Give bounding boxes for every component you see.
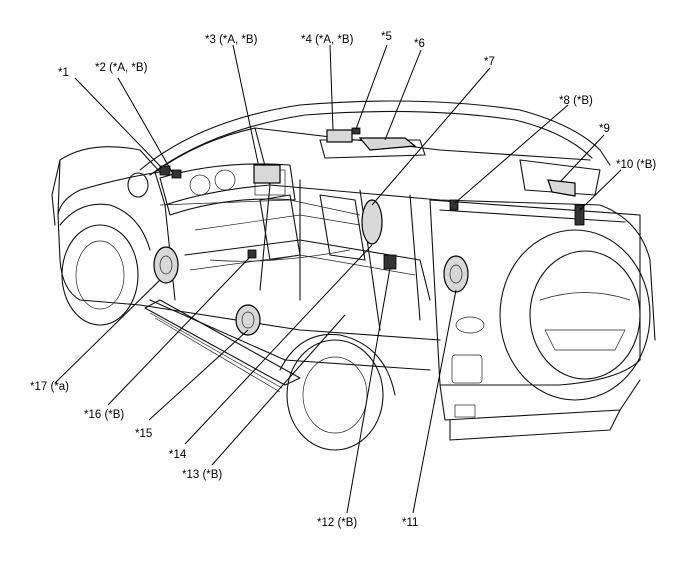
part-15-speaker xyxy=(235,304,261,336)
callout-11: *11 xyxy=(402,517,418,529)
callout-14: *14 xyxy=(169,449,187,461)
part-16 xyxy=(247,249,257,259)
part-2 xyxy=(171,169,182,179)
part-12 xyxy=(383,254,397,270)
leader-lines xyxy=(54,44,622,514)
component-parts xyxy=(153,127,585,336)
part-11-speaker xyxy=(443,255,469,293)
part-8 xyxy=(449,199,459,211)
callout-9: *9 xyxy=(599,123,610,135)
callout-10: *10 (*B) xyxy=(616,159,656,171)
callout-8: *8 (*B) xyxy=(559,95,593,107)
callout-3: *3 (*A, *B) xyxy=(205,34,258,46)
part-1 xyxy=(159,165,171,176)
callout-labels: *1 *2 (*A, *B) *3 (*A, *B) *4 (*A, *B) *… xyxy=(30,31,656,529)
part-10 xyxy=(574,204,585,226)
callout-15: *15 xyxy=(135,428,152,440)
callout-6: *6 xyxy=(414,38,425,50)
part-3 xyxy=(253,164,281,184)
callout-17: *17 (*a) xyxy=(30,381,69,393)
callout-12: *12 (*B) xyxy=(317,517,357,529)
callout-2: *2 (*A, *B) xyxy=(95,62,148,74)
callout-16: *16 (*B) xyxy=(84,409,124,421)
callout-13: *13 (*B) xyxy=(182,469,222,481)
part-6 xyxy=(358,137,417,151)
part-4 xyxy=(326,129,353,143)
part-7-speaker xyxy=(361,199,383,245)
callout-4: *4 (*A, *B) xyxy=(301,34,354,46)
callout-5: *5 xyxy=(381,31,392,43)
part-17-speaker xyxy=(153,246,179,284)
callout-7: *7 xyxy=(484,56,495,68)
part-9 xyxy=(547,179,576,197)
vehicle-body-outline xyxy=(51,100,656,451)
callout-1: *1 xyxy=(58,67,69,79)
